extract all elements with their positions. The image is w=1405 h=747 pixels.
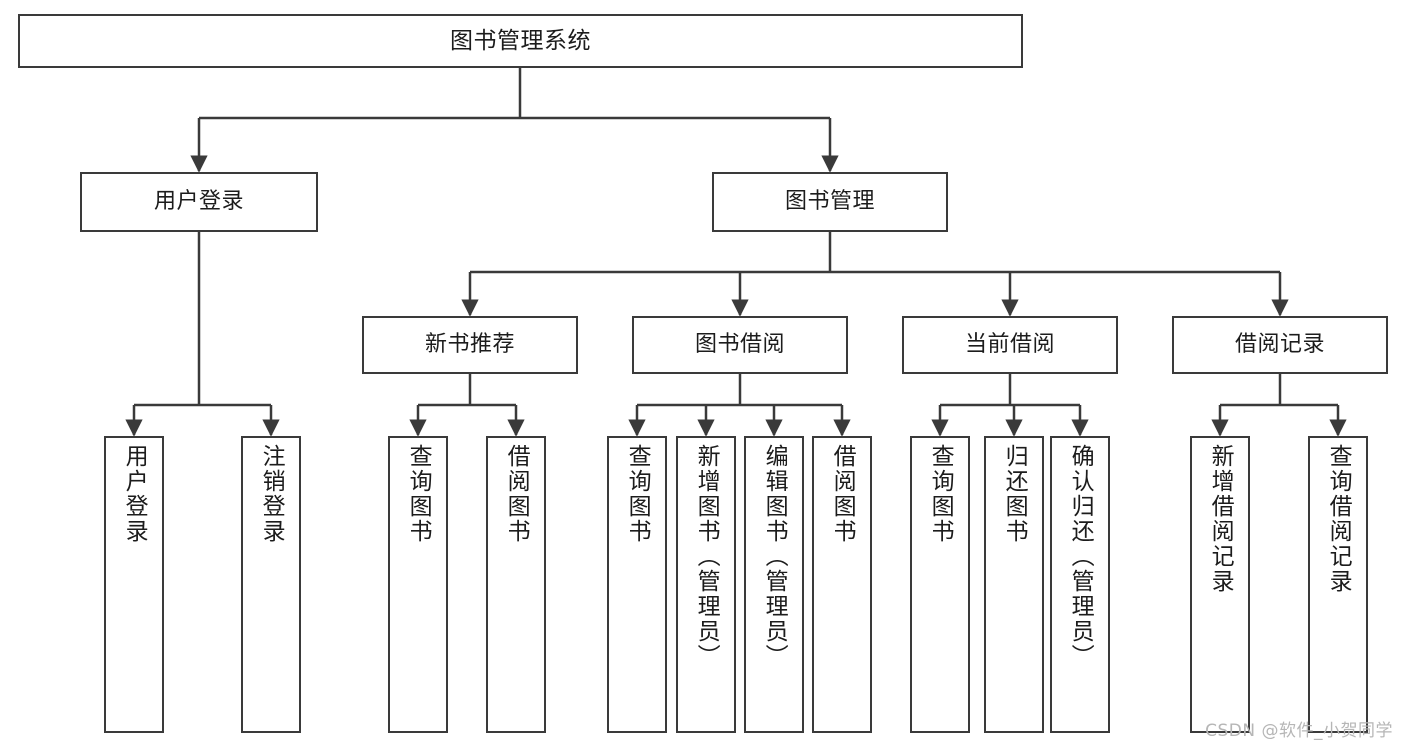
node-label: 图书管理系统 bbox=[450, 27, 591, 54]
node-borrow-record[interactable]: 借阅记录 bbox=[1172, 316, 1388, 374]
node-label: 借阅记录 bbox=[1234, 332, 1325, 358]
node-leaf-query-book-recommend[interactable]: 查询图书 bbox=[388, 436, 448, 733]
node-book-borrow[interactable]: 图书借阅 bbox=[632, 316, 848, 374]
node-label: 查询借阅记录 bbox=[1325, 444, 1352, 594]
node-leaf-confirm-return[interactable]: 确认归还（管理员） bbox=[1050, 436, 1110, 733]
node-label: 新增借阅记录 bbox=[1207, 444, 1234, 594]
node-root[interactable]: 图书管理系统 bbox=[18, 14, 1023, 68]
node-leaf-borrow-book[interactable]: 借阅图书 bbox=[812, 436, 872, 733]
node-label: 用户登录 bbox=[121, 444, 148, 544]
node-leaf-user-logout[interactable]: 注销登录 bbox=[241, 436, 301, 733]
node-current-borrow[interactable]: 当前借阅 bbox=[902, 316, 1118, 374]
node-label: 查询图书 bbox=[624, 444, 651, 544]
node-leaf-borrow-book-recommend[interactable]: 借阅图书 bbox=[486, 436, 546, 733]
node-label: 新增图书（管理员） bbox=[693, 444, 720, 669]
node-leaf-add-borrow-record[interactable]: 新增借阅记录 bbox=[1190, 436, 1250, 733]
node-leaf-user-login[interactable]: 用户登录 bbox=[104, 436, 164, 733]
node-label: 编辑图书（管理员） bbox=[761, 444, 788, 669]
node-leaf-edit-book[interactable]: 编辑图书（管理员） bbox=[744, 436, 804, 733]
node-leaf-query-book[interactable]: 查询图书 bbox=[607, 436, 667, 733]
node-label: 确认归还（管理员） bbox=[1067, 444, 1094, 669]
node-label: 查询图书 bbox=[927, 444, 954, 544]
node-book-manage[interactable]: 图书管理 bbox=[712, 172, 948, 232]
node-leaf-query-book-current[interactable]: 查询图书 bbox=[910, 436, 970, 733]
node-leaf-query-borrow-record[interactable]: 查询借阅记录 bbox=[1308, 436, 1368, 733]
node-leaf-return-book[interactable]: 归还图书 bbox=[984, 436, 1044, 733]
node-new-book-recommend[interactable]: 新书推荐 bbox=[362, 316, 578, 374]
node-label: 图书管理 bbox=[784, 189, 875, 215]
node-label: 查询图书 bbox=[405, 444, 432, 544]
node-label: 归还图书 bbox=[1001, 444, 1028, 544]
watermark-label: CSDN @软件_小贺同学 bbox=[1205, 721, 1393, 741]
node-label: 图书借阅 bbox=[694, 332, 785, 358]
node-label: 当前借阅 bbox=[964, 332, 1055, 358]
node-label: 注销登录 bbox=[258, 444, 285, 544]
node-user-login[interactable]: 用户登录 bbox=[80, 172, 318, 232]
node-label: 新书推荐 bbox=[424, 332, 515, 358]
node-label: 借阅图书 bbox=[829, 444, 856, 544]
node-label: 借阅图书 bbox=[503, 444, 530, 544]
node-leaf-add-book[interactable]: 新增图书（管理员） bbox=[676, 436, 736, 733]
node-label: 用户登录 bbox=[153, 189, 244, 215]
